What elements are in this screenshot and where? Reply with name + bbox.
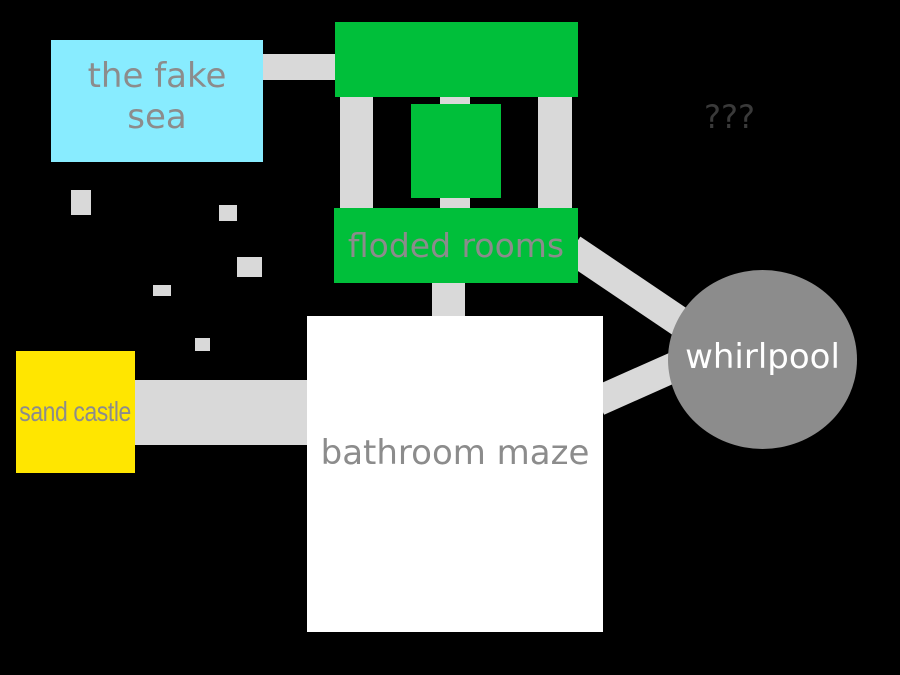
debris-block xyxy=(219,205,237,221)
room-label: the fake sea xyxy=(87,56,227,137)
room-label: bathroom maze xyxy=(320,433,590,473)
corridor-floded-left-pillar xyxy=(340,96,373,210)
corridor-sea-to-floded-top xyxy=(262,54,338,80)
room-floded-rooms[interactable]: floded rooms xyxy=(334,208,578,283)
floded-rooms-top-block[interactable] xyxy=(335,22,578,97)
corridor-floded-center-bottom xyxy=(440,197,470,208)
debris-block xyxy=(71,190,91,215)
debris-block xyxy=(195,338,210,351)
unknown-area-label: ??? xyxy=(704,98,755,136)
corridor-floded-to-bathroom xyxy=(432,282,465,318)
corridor-sand-to-bathroom xyxy=(134,380,310,445)
room-label: sand castle xyxy=(19,396,132,428)
debris-block xyxy=(153,285,171,296)
corridor-floded-right-pillar xyxy=(538,96,572,210)
floded-rooms-center-block[interactable] xyxy=(411,104,501,198)
room-sand-castle[interactable]: sand castle xyxy=(16,351,135,473)
room-the-fake-sea[interactable]: the fake sea xyxy=(51,40,263,162)
room-label: whirlpool xyxy=(685,337,840,378)
room-label: floded rooms xyxy=(347,225,565,265)
room-bathroom-maze[interactable]: bathroom maze xyxy=(307,316,603,632)
room-whirlpool[interactable]: whirlpool xyxy=(668,270,857,449)
corridor-floded-center-top xyxy=(440,96,470,106)
debris-block xyxy=(237,257,262,277)
